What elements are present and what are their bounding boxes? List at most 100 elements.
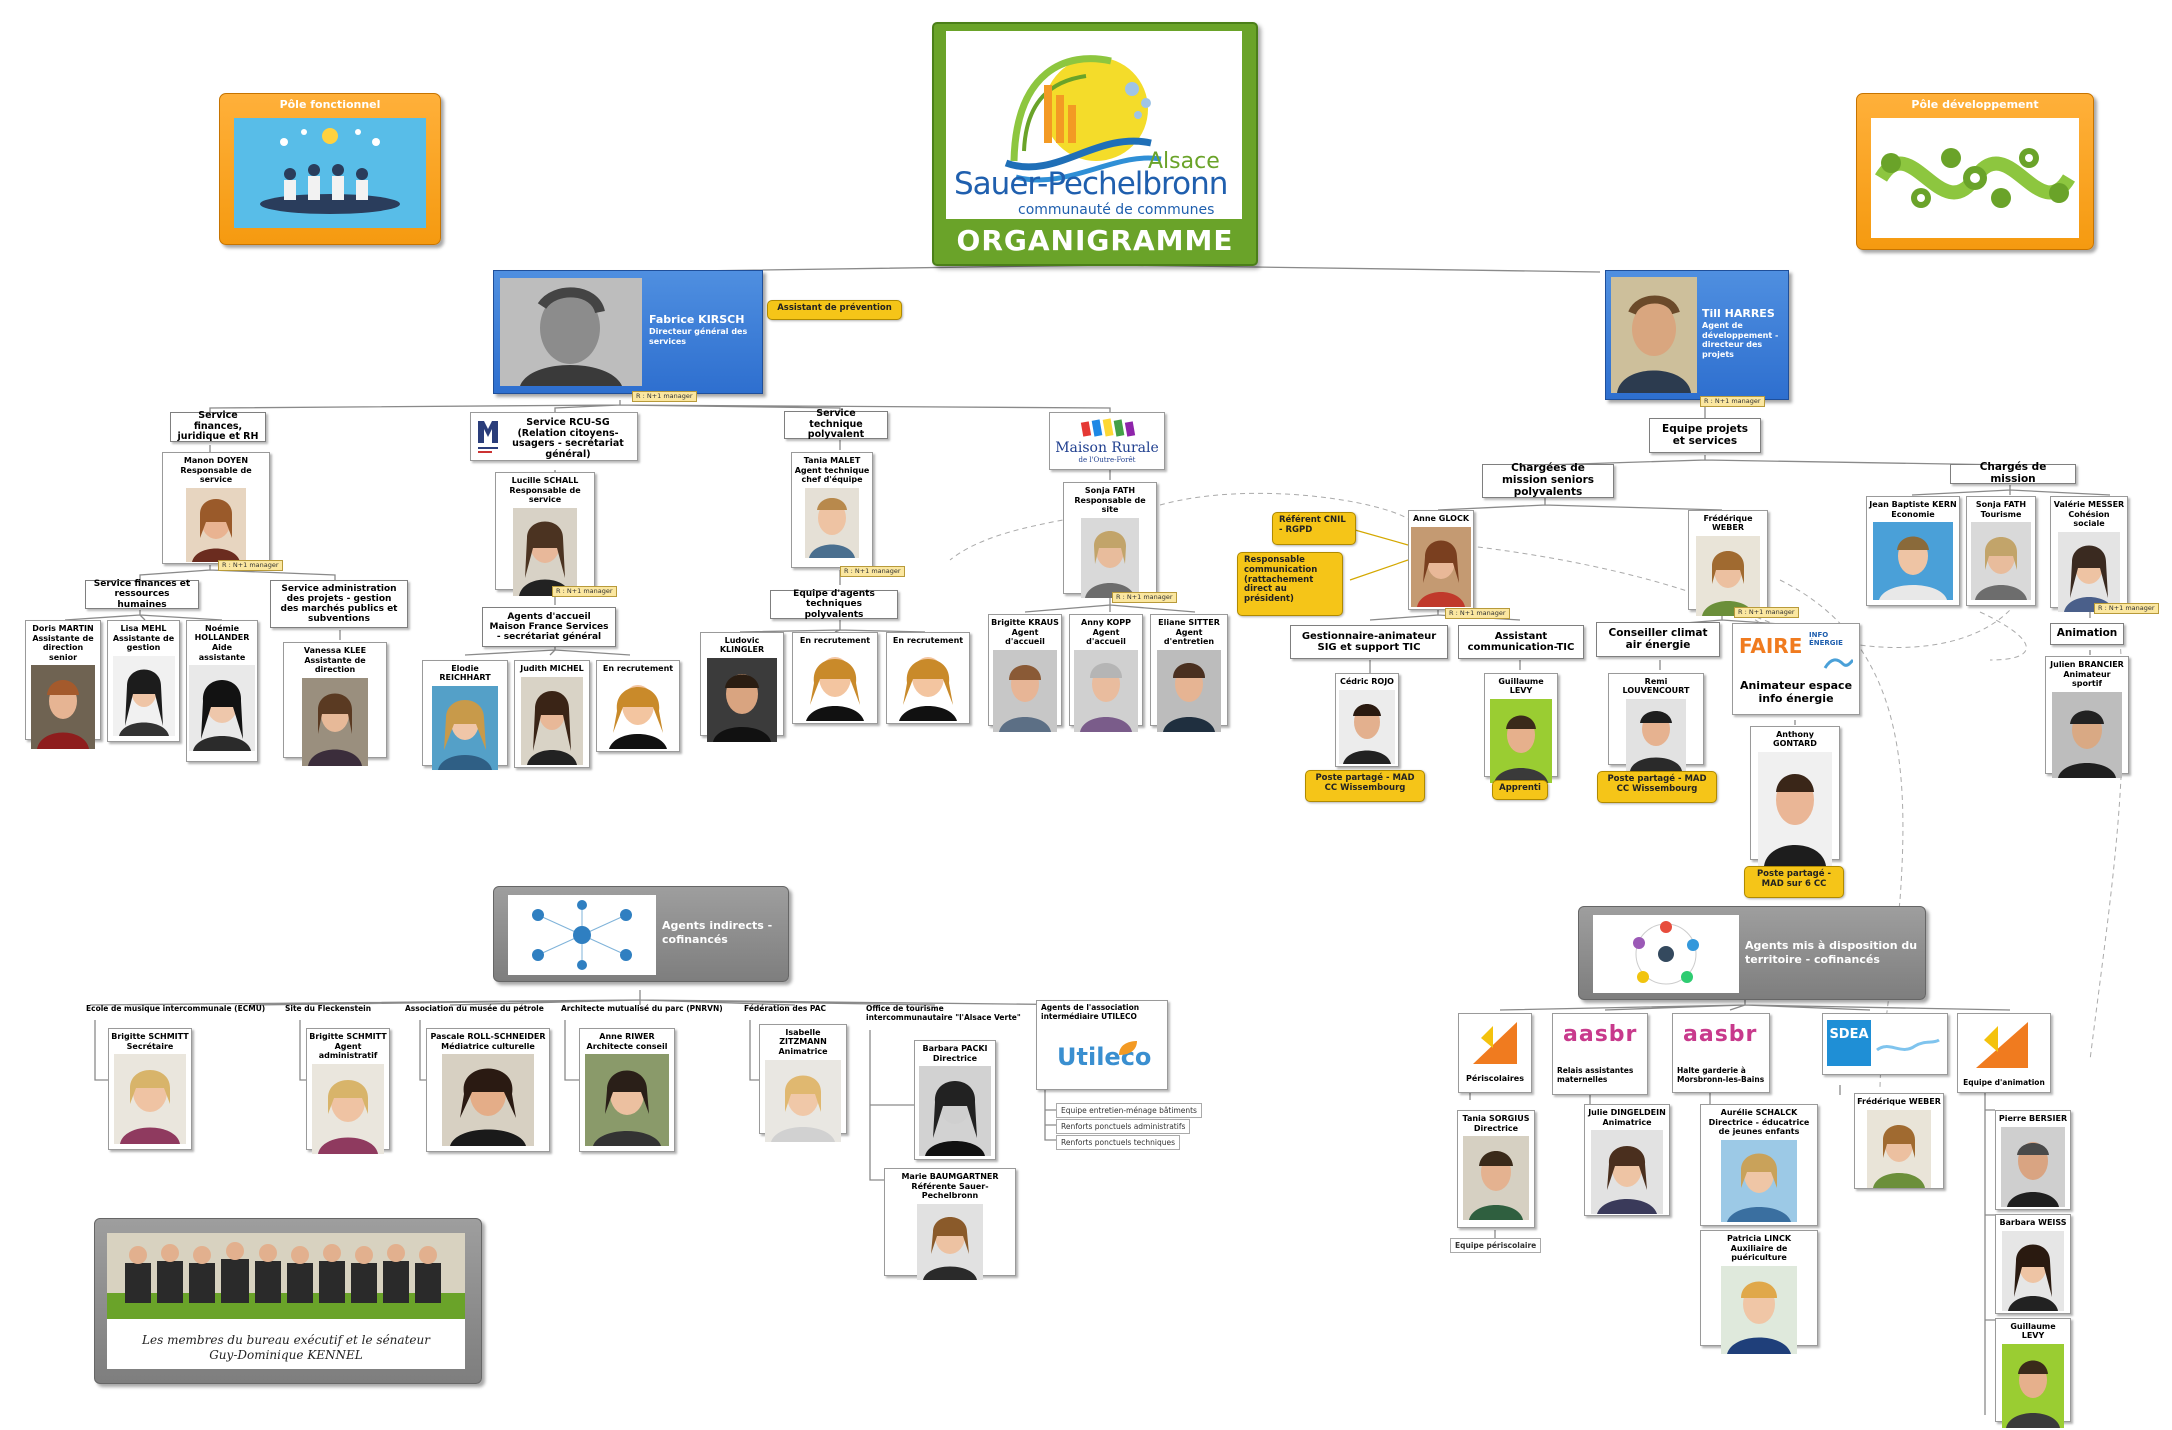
portrait-photo: [2002, 1231, 2064, 1312]
person-role: Agent administratif: [318, 1042, 378, 1061]
sustainability-icon: [1871, 118, 2079, 238]
person-role: Assistante de direction: [304, 656, 366, 675]
card-recrutement-accueil: En recrutement: [596, 660, 680, 752]
portrait-photo: [1971, 522, 2031, 601]
card-doris-martin: Doris MARTIN Assistante de direction sen…: [25, 620, 101, 749]
portrait-photo: [432, 686, 498, 771]
card-marie-baumgartner: Marie BAUMGARTNER Référente Sauer-Pechel…: [884, 1168, 1016, 1280]
person-name: Remi LOUVENCOURT: [1622, 677, 1690, 696]
person-role: Directrice: [1473, 1124, 1519, 1134]
portrait-photo: [112, 655, 175, 736]
info-energie-logo-text: INFO ÉNERGIE: [1809, 631, 1843, 647]
portrait-photo: [1591, 1130, 1663, 1215]
card-cedric-rojo: Cédric ROJO: [1335, 673, 1399, 767]
portrait-photo: [302, 677, 368, 766]
poste-partage-callout: Poste partagé - MAD CC Wissembourg: [1305, 770, 1425, 802]
card-pierre-bersier: Pierre BERSIER: [1995, 1110, 2071, 1210]
rcu-logo-icon: [475, 417, 501, 457]
animation-group: Animation: [2050, 623, 2124, 645]
animateur-info-energie-label: Animateur espace info énergie: [1739, 679, 1853, 705]
org-fleckenstein: Site du Fleckenstein: [285, 1004, 372, 1013]
equipe-projets: Equipe projets et services: [1649, 418, 1761, 453]
card-lisa-mehl: Lisa MEHL Assistante de gestion: [107, 620, 180, 742]
person-name: Cédric ROJO: [1340, 677, 1394, 686]
person-name: Valérie MESSER: [2053, 500, 2125, 509]
service-technique: Service technique polyvalent: [784, 408, 888, 440]
portrait-photo: [114, 1054, 186, 1145]
portrait-photo: [312, 1063, 384, 1154]
person-role: Agent d'accueil: [1005, 628, 1045, 647]
person-name: Eliane SITTER: [1158, 618, 1220, 627]
card-patricia-linck: Patricia LINCK Auxiliaire de puéricultur…: [1700, 1230, 1818, 1354]
director-left-role: Directeur général des services: [649, 327, 748, 346]
person-name: Anthony GONTARD: [1773, 730, 1817, 749]
bureau-caption: Les membres du bureau exécutif et le sén…: [142, 1333, 430, 1362]
director-right-photo: [1611, 277, 1697, 393]
group-photo: [107, 1233, 465, 1319]
person-name: Tania SORGIUS: [1462, 1114, 1530, 1123]
manager-tag: R : N+1 manager: [840, 566, 905, 577]
service-rcu: Service RCU-SG (Relation citoyens-usager…: [470, 412, 638, 461]
org-federation-pac: Fédération des PAC: [744, 1004, 827, 1013]
agents-indirects-header: Agents indirects - cofinancés: [493, 886, 789, 982]
maison-rurale-subtext: de l'Outre-Forêt: [1078, 456, 1136, 464]
person-name: Jean Baptiste KERN: [1869, 500, 1957, 509]
portrait-photo: [1873, 522, 1953, 601]
person-role: Animatrice: [778, 1047, 828, 1057]
logo-name: Sauer-Pechelbronn: [954, 166, 1228, 202]
org-relais-label: Relais assistantes maternelles: [1557, 1066, 1634, 1084]
person-name: En recrutement: [602, 664, 674, 673]
portrait-photo: [805, 487, 859, 558]
portrait-photo: [1463, 1136, 1529, 1221]
org-periscolaires: Périscolaires: [1458, 1013, 1532, 1093]
portrait-photo: [521, 677, 583, 766]
portrait-photo: [919, 1066, 991, 1157]
person-role: Assistante de direction senior: [32, 634, 94, 662]
aasbr-logo-text: aasbr: [1683, 1022, 1758, 1047]
card-valerie-messer: Valérie MESSER Cohésion sociale: [2050, 496, 2128, 612]
utileco-item: Renforts ponctuels administratifs: [1056, 1119, 1191, 1134]
card-anne-glock: Anne GLOCK: [1408, 510, 1474, 610]
org-relais-assistantes: aasbr Relais assistantes maternelles: [1552, 1013, 1648, 1095]
org-halte-garderie: aasbr Halte garderie à Morsbronn-les-Bai…: [1672, 1013, 1770, 1093]
portrait-photo: [707, 658, 777, 743]
animateur-info-energie: FAIRE INFO ÉNERGIE Animateur espace info…: [1732, 623, 1860, 715]
utileco-item: Renforts ponctuels techniques: [1056, 1135, 1181, 1150]
portrait-photo: [1721, 1265, 1797, 1354]
director-left: Fabrice KIRSCH Directeur général des ser…: [493, 270, 763, 394]
person-role: Animateur sportif: [2063, 670, 2111, 689]
pole-developpement: Pôle développement: [1856, 93, 2094, 250]
manager-tag: R : N+1 manager: [1112, 592, 1177, 603]
person-name: En recrutement: [799, 636, 871, 645]
person-role: Responsable de service: [180, 466, 252, 485]
card-vanessa-klee: Vanessa KLEE Assistante de direction: [283, 642, 387, 766]
card-anny-kopp: Anny KOPP Agent d'accueil: [1069, 614, 1143, 732]
portrait-photo: [1758, 752, 1832, 867]
org-equipe-animation-label: Equipe d'animation: [1963, 1078, 2045, 1087]
person-role: Aide assistante: [198, 643, 246, 662]
subgroup-agents-accueil: Agents d'accueil Maison France Services …: [482, 607, 616, 647]
card-brigitte-schmitt-agent: Brigitte SCHMITT Agent administratif: [306, 1028, 390, 1154]
placeholder-person-icon: [806, 657, 864, 722]
card-elodie-reichhart: Elodie REICHHART: [422, 660, 508, 771]
person-name: Aurélie SCHALCK: [1720, 1108, 1798, 1117]
poste-partage-callout: Poste partagé - MAD sur 6 CC: [1744, 866, 1844, 898]
maison-rurale-text: Maison Rurale: [1055, 440, 1159, 456]
person-name: Brigitte SCHMITT: [309, 1032, 387, 1041]
org-logo-frame: Alsace Sauer-Pechelbronn communauté de c…: [932, 22, 1258, 266]
manager-tag: R : N+1 manager: [1734, 607, 1799, 618]
card-anthony-gontard: Anthony GONTARD: [1750, 726, 1840, 867]
director-right: Till HARRES Agent de développement - dir…: [1605, 270, 1789, 400]
portrait-photo: [189, 664, 255, 751]
portrait-photo: [1867, 1110, 1931, 1189]
org-equipe-animation: Equipe d'animation: [1957, 1013, 2051, 1093]
faire-logo-text: FAIRE: [1739, 634, 1803, 658]
portrait-photo: [765, 1059, 841, 1142]
person-name: Guillaume LEVY: [2010, 1322, 2056, 1341]
logo-sun-icon: [1004, 55, 1162, 183]
portrait-photo: [993, 649, 1057, 732]
portrait-photo: [1157, 649, 1221, 732]
poste-partage-callout: Poste partagé - MAD CC Wissembourg: [1597, 771, 1717, 803]
placeholder-person-icon: [609, 685, 667, 750]
